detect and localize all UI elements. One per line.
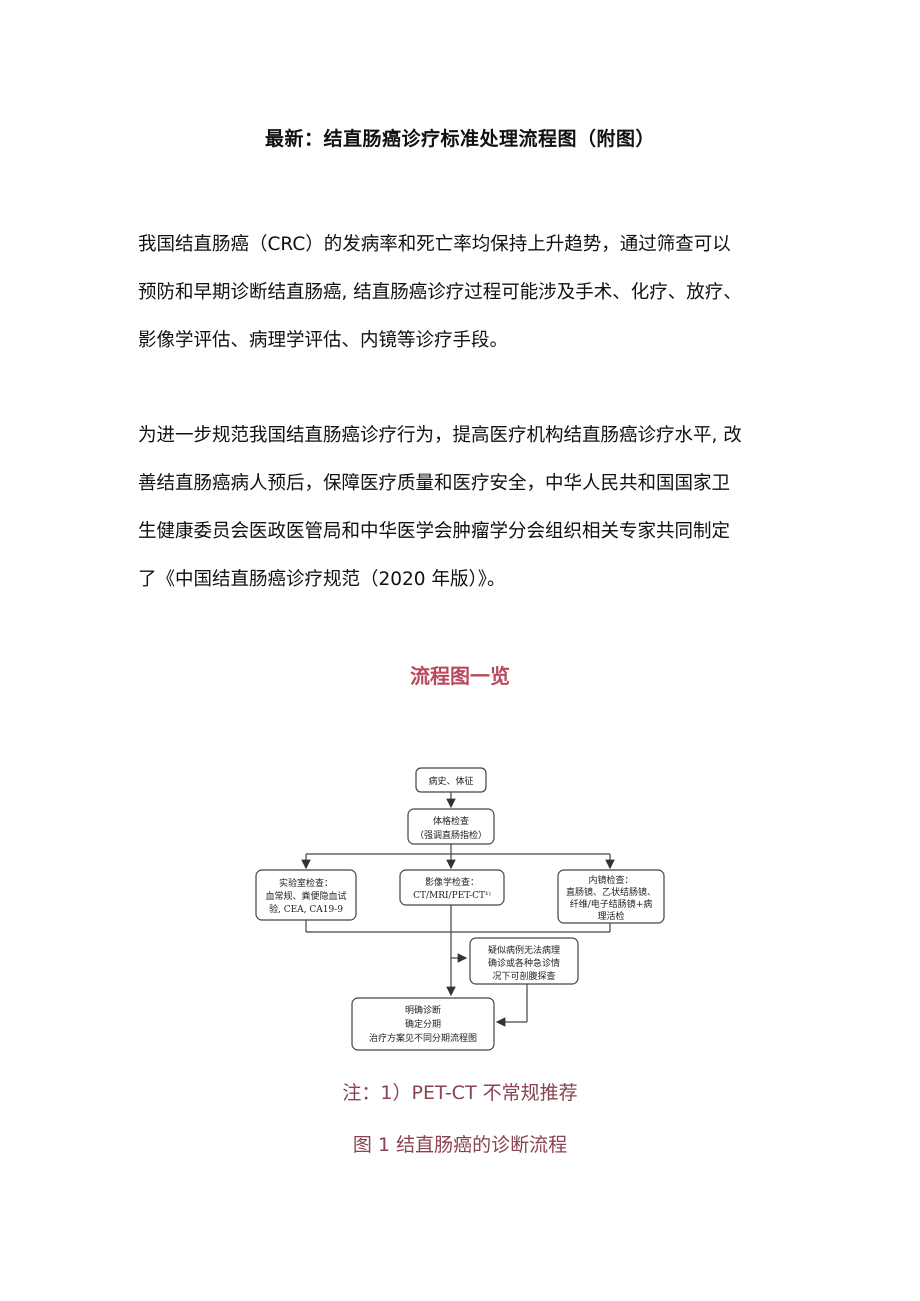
uncertain-case-line: 确诊或各种急诊情	[488, 957, 560, 969]
diagnosis-line: 治疗方案见不同分期流程图	[369, 1032, 477, 1044]
paragraph-line: 影像学评估、病理学评估、内镜等诊疗手段。	[138, 330, 509, 351]
figure-note: 注：1）PET-CT 不常规推荐	[342, 1082, 578, 1104]
endoscopy-exam-line: 理活检	[597, 910, 624, 922]
endoscopy-exam-label: 内镜检查：	[588, 874, 633, 886]
purpose-paragraph: 为进一步规范我国结直肠癌诊疗行为，提高医疗机构结直肠癌诊疗水平, 改 善结直肠癌…	[138, 412, 818, 604]
paragraph-line: 善结直肠癌病人预后，保障医疗质量和医疗安全，中华人民共和国国家卫	[138, 473, 731, 494]
diagnosis-node: 明确诊断 确定分期 治疗方案见不同分期流程图	[351, 997, 495, 1051]
paragraph-line: 为进一步规范我国结直肠癌诊疗行为，提高医疗机构结直肠癌诊疗水平, 改	[138, 425, 742, 446]
diagnosis-line: 明确诊断	[405, 1004, 441, 1016]
endoscopy-exam-node: 内镜检查： 直肠镜、乙状结肠镜、 纤维/电子结肠镜+病 理活检	[557, 869, 665, 924]
lab-exam-line: 验, CEA, CA19-9	[269, 903, 343, 915]
intro-paragraph: 我国结直肠癌（CRC）的发病率和死亡率均保持上升趋势，通过筛查可以 预防和早期诊…	[138, 221, 818, 365]
endoscopy-exam-line: 直肠镜、乙状结肠镜、	[566, 886, 656, 898]
history-label: 病史、体征	[428, 775, 473, 787]
figure-caption: 图 1 结直肠癌的诊断流程	[352, 1134, 568, 1156]
paragraph-line: 生健康委员会医政医管局和中华医学会肿瘤学分会组织相关专家共同制定	[138, 521, 731, 542]
imaging-exam-label: 影像学检查：	[425, 876, 479, 888]
lab-exam-label: 实验室检查：	[279, 877, 333, 889]
lab-exam-line: 血常规、粪便隐血试	[265, 890, 346, 902]
imaging-exam-node: 影像学检查： CT/MRI/PET-CT¹⁾	[399, 869, 505, 906]
paragraph-line: 我国结直肠癌（CRC）的发病率和死亡率均保持上升趋势，通过筛查可以	[138, 234, 731, 255]
physical-exam-node: 体格检查 （强调直肠指检）	[407, 808, 495, 845]
physical-exam-label: 体格检查	[433, 815, 469, 827]
physical-exam-sublabel: （强调直肠指检）	[415, 829, 487, 841]
section-heading: 流程图一览	[410, 664, 510, 688]
endoscopy-exam-line: 纤维/电子结肠镜+病	[570, 898, 653, 910]
diagnosis-line: 确定分期	[405, 1018, 441, 1030]
uncertain-case-node: 疑似病例无法病理 确诊或各种急诊情 况下可剖腹探查	[469, 937, 579, 985]
document-title: 最新：结直肠癌诊疗标准处理流程图（附图）	[264, 128, 655, 150]
paragraph-line: 预防和早期诊断结直肠癌, 结直肠癌诊疗过程可能涉及手术、化疗、放疗、	[138, 282, 742, 303]
history-node: 病史、体征	[415, 767, 487, 793]
lab-exam-node: 实验室检查： 血常规、粪便隐血试 验, CEA, CA19-9	[255, 869, 357, 921]
uncertain-case-line: 况下可剖腹探查	[492, 970, 555, 982]
paragraph-line: 了《中国结直肠癌诊疗规范（2020 年版）》。	[138, 569, 506, 590]
diagnosis-flowchart: 病史、体征 体格检查 （强调直肠指检） 实验室检查： 血常规、粪便隐血试 验, …	[250, 760, 680, 1060]
uncertain-case-line: 疑似病例无法病理	[488, 944, 560, 956]
imaging-exam-line: CT/MRI/PET-CT¹⁾	[413, 890, 491, 901]
